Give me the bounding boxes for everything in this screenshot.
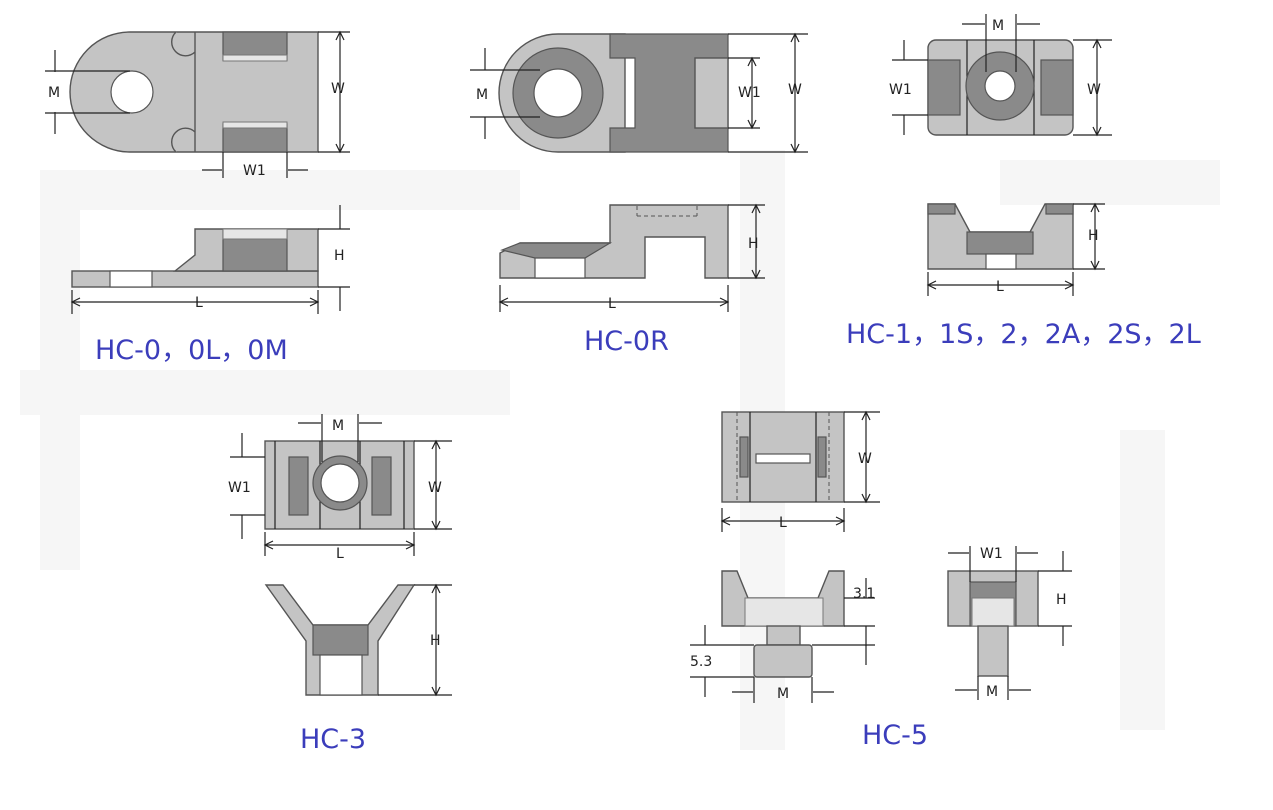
hc3-w1-label: W1 xyxy=(228,480,251,496)
hc0r-w1-label: W1 xyxy=(738,85,761,101)
hc0-m-label: M xyxy=(48,85,60,101)
hc5-end-view xyxy=(947,546,1072,700)
hc3-m-label: M xyxy=(332,418,344,434)
hc1-w-label: W xyxy=(1087,82,1101,98)
hc0-w1-label: W1 xyxy=(243,163,266,179)
hc5-53-label: 5.3 xyxy=(690,654,712,670)
watermark xyxy=(20,150,1220,750)
hc5-m2-label: M xyxy=(986,684,998,700)
hc5-w-label: W xyxy=(858,451,872,467)
caption-hc5: HC-5 xyxy=(862,720,929,751)
hc1-top-view xyxy=(892,14,1112,137)
hc5-side-view xyxy=(690,570,875,703)
hc5-top-view xyxy=(720,410,880,532)
hc0-top-view xyxy=(45,30,350,178)
hc5-l-label: L xyxy=(779,515,787,531)
hc1-m-label: M xyxy=(992,18,1004,34)
hc1-l-label: L xyxy=(996,279,1004,295)
caption-hc0: HC-0，0L，0M xyxy=(95,335,288,366)
hc0r-side-view xyxy=(498,203,765,312)
hc0r-h-label: H xyxy=(748,236,759,252)
hc0r-m-label: M xyxy=(476,87,488,103)
hc3-h-label: H xyxy=(430,633,441,649)
hc0-side-view xyxy=(70,205,350,314)
hc0r-w-label: W xyxy=(788,82,802,98)
hc1-side-view xyxy=(926,202,1105,296)
hc0-w-label: W xyxy=(331,81,345,97)
hc5-h-label: H xyxy=(1056,592,1067,608)
caption-hc3: HC-3 xyxy=(300,724,367,755)
caption-hc0r: HC-0R xyxy=(584,326,669,357)
hc5-31-label: 3.1 xyxy=(853,586,875,602)
caption-hc1: HC-1，1S，2，2A，2S，2L xyxy=(846,319,1201,350)
hc1-w1-label: W1 xyxy=(889,82,912,98)
hc0r-top-view xyxy=(470,32,808,154)
hc3-w-label: W xyxy=(428,480,442,496)
hc5-m-label: M xyxy=(777,686,789,702)
hc0-l-label: L xyxy=(195,295,203,311)
hc3-top-view xyxy=(230,414,452,556)
hc0-h-label: H xyxy=(334,248,345,264)
hc5-w1-label: W1 xyxy=(980,546,1003,562)
hc3-side-view xyxy=(264,583,452,697)
hc1-h-label: H xyxy=(1088,228,1099,244)
hc3-l-label: L xyxy=(336,546,344,562)
hc0r-l-label: L xyxy=(608,296,616,312)
